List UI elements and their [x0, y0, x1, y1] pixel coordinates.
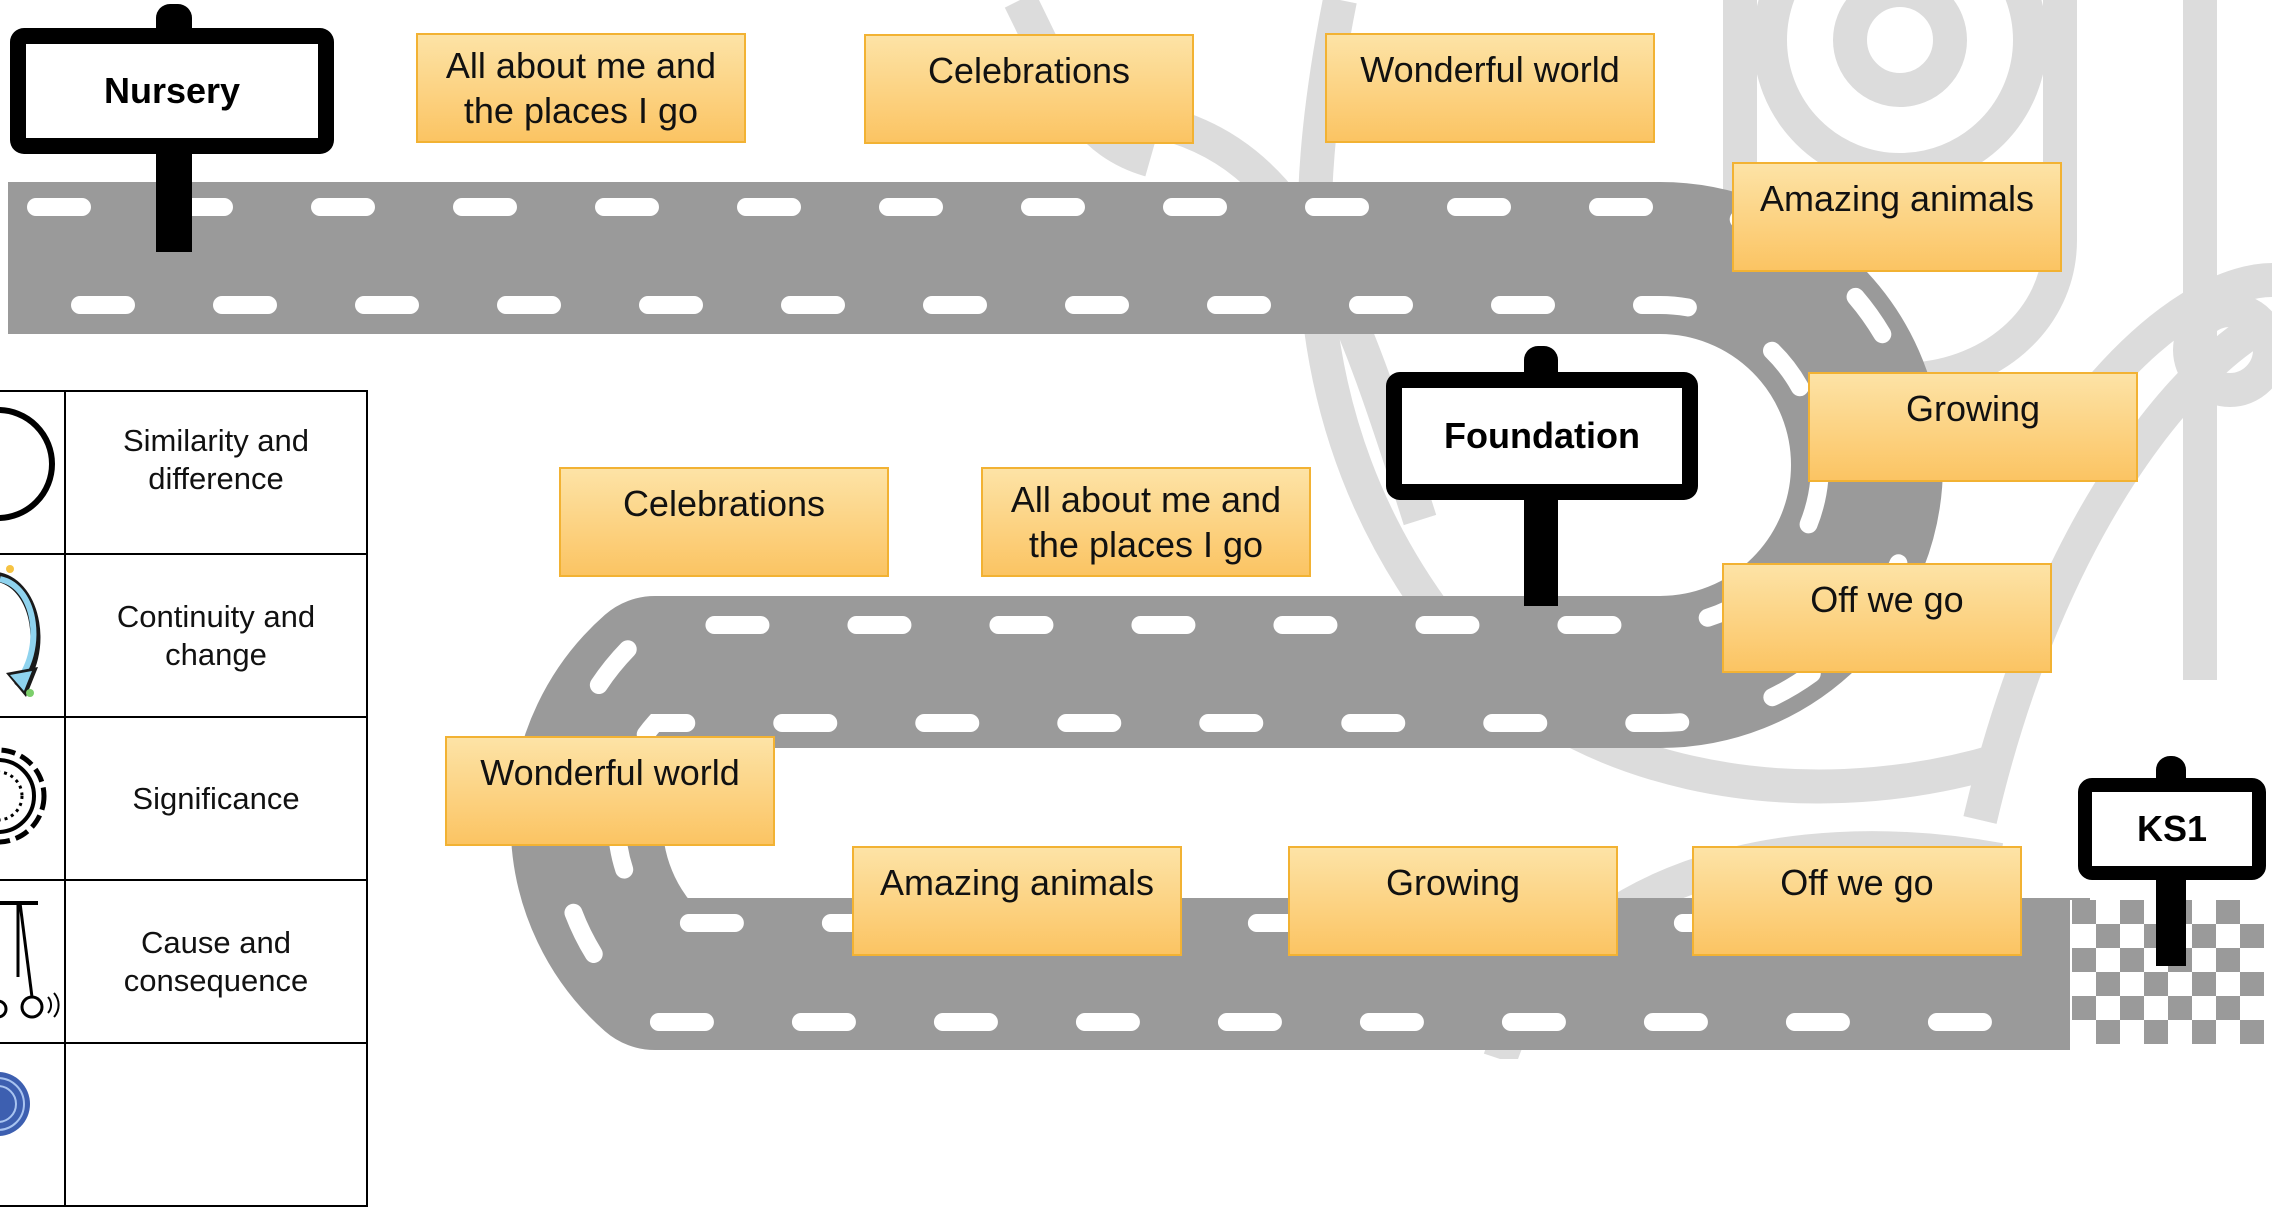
legend-row: Similarity and difference — [0, 390, 368, 555]
legend-label-cell: Continuity and change — [64, 553, 368, 718]
topic-label: Growing — [1385, 862, 1521, 903]
legend-icon-cell — [0, 716, 66, 881]
legend-row: Continuity and change — [0, 553, 368, 718]
foundation-sign-cap — [1524, 346, 1558, 376]
concepts-legend-table: Similarity and difference Continuity and… — [0, 390, 368, 1207]
nursery-topic-box: All about me and the places I go — [416, 33, 746, 143]
nursery-topic-box: Wonderful world — [1325, 33, 1655, 143]
legend-row — [0, 1042, 368, 1207]
legend-icon-cell — [0, 1042, 66, 1207]
ks1-sign: KS1 — [2078, 778, 2266, 880]
legend-icon-cell — [0, 553, 66, 718]
topic-label: Off we go — [1780, 862, 1934, 903]
nursery-topic-box: Celebrations — [864, 34, 1194, 144]
topic-label: All about me and the places I go — [1010, 479, 1282, 565]
legend-icon-cell — [0, 390, 66, 555]
topic-label: Celebrations — [927, 50, 1131, 91]
topic-label: All about me and the places I go — [445, 45, 717, 131]
foundation-topic-box: Amazing animals — [852, 846, 1182, 956]
road-markings — [27, 198, 2069, 1031]
foundation-sign-label: Foundation — [1444, 415, 1640, 456]
legend-label-cell: Significance — [64, 716, 368, 881]
foundation-topic-box: All about me and the places I go — [981, 467, 1311, 577]
foundation-topic-box: Growing — [1288, 846, 1618, 956]
fingerprint-icon — [0, 1072, 30, 1136]
nursery-sign-post — [156, 140, 192, 252]
nursery-topic-box: Amazing animals — [1732, 162, 2062, 272]
legend-label: Similarity and difference — [122, 422, 310, 496]
legend-label-cell: Similarity and difference — [64, 390, 368, 555]
nursery-topic-box: Growing — [1808, 372, 2138, 482]
nursery-topic-box: Off we go — [1722, 563, 2052, 673]
legend-label: Cause and consequence — [123, 924, 309, 998]
topic-label: Amazing animals — [879, 862, 1155, 903]
legend-label-cell: Cause and consequence — [64, 879, 368, 1044]
gear-icon — [0, 747, 47, 845]
foundation-sign-post — [1524, 490, 1558, 606]
cycle-arrows-icon — [0, 565, 41, 697]
topic-label: Growing — [1905, 388, 2041, 429]
foundation-sign: Foundation — [1386, 372, 1698, 500]
topic-label: Off we go — [1810, 579, 1964, 620]
topic-label: Wonderful world — [480, 752, 740, 793]
foundation-topic-box: Wonderful world — [445, 736, 775, 846]
topic-label: Wonderful world — [1360, 49, 1620, 90]
topic-label: Celebrations — [622, 483, 826, 524]
legend-row: Significance — [0, 716, 368, 881]
legend-label: Continuity and change — [116, 598, 316, 672]
foundation-topic-box: Celebrations — [559, 467, 889, 577]
legend-label: Significance — [132, 780, 300, 816]
circle-icon — [0, 407, 55, 521]
legend-icon-cell — [0, 879, 66, 1044]
nursery-sign-label: Nursery — [103, 70, 241, 111]
legend-row: Cause and consequence — [0, 879, 368, 1044]
foundation-topic-box: Off we go — [1692, 846, 2022, 956]
nursery-sign: Nursery — [10, 28, 334, 154]
legend-label-cell — [64, 1042, 368, 1207]
ks1-sign-label: KS1 — [2136, 808, 2208, 849]
pendulum-icon — [0, 901, 60, 1019]
topic-label: Amazing animals — [1759, 178, 2035, 219]
